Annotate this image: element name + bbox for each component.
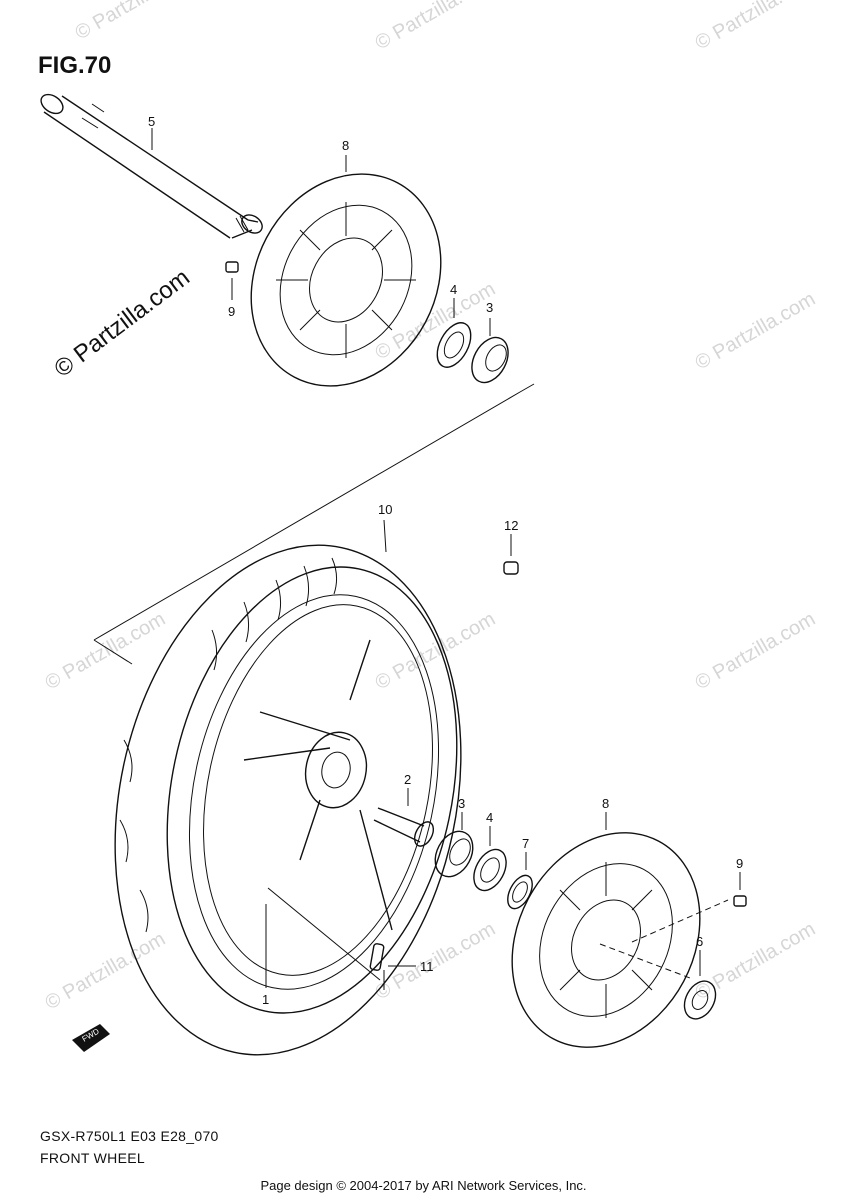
valve-part-11 bbox=[369, 943, 416, 971]
watermark-text: © Partzilla.com bbox=[372, 278, 500, 364]
callout-9-lower: 9 bbox=[736, 856, 743, 871]
axle-part-5 bbox=[40, 93, 263, 239]
seal-bearing-lower bbox=[434, 812, 533, 910]
figure-title: FIG.70 bbox=[38, 52, 112, 79]
assembly-guide-line bbox=[93, 383, 535, 641]
callout-6: 6 bbox=[696, 934, 703, 949]
model-code: GSX-R750L1 E03 E28_070 bbox=[40, 1128, 219, 1144]
watermark-text: © Partzilla.com bbox=[692, 288, 820, 374]
watermark-text: © Partzilla.com bbox=[692, 608, 820, 694]
spacer-part-2 bbox=[373, 788, 435, 847]
brake-disc-lower-part-8 bbox=[511, 812, 701, 1048]
callout-10: 10 bbox=[378, 502, 392, 517]
callout-5: 5 bbox=[148, 114, 155, 129]
watermark-text: © Partzilla.com bbox=[692, 0, 820, 54]
callout-3-lower: 3 bbox=[458, 796, 465, 811]
callout-1: 1 bbox=[262, 992, 269, 1007]
bolt-part-9-lower bbox=[631, 872, 747, 943]
brake-disc-upper-part-8 bbox=[250, 155, 442, 387]
watermark-text: © Partzilla.com bbox=[372, 608, 500, 694]
callout-3-upper: 3 bbox=[486, 300, 493, 315]
callout-4-lower: 4 bbox=[486, 810, 493, 825]
section-name: FRONT WHEEL bbox=[40, 1150, 145, 1166]
callout-12: 12 bbox=[504, 518, 518, 533]
watermark-large: © Partzilla.com bbox=[49, 264, 194, 383]
callout-2: 2 bbox=[404, 772, 411, 787]
fwd-arrow-icon: FWD bbox=[72, 1024, 110, 1052]
callout-9-upper: 9 bbox=[228, 304, 235, 319]
callout-8-upper: 8 bbox=[342, 138, 349, 153]
watermark-text: © Partzilla.com bbox=[72, 0, 200, 44]
wheel-tire-assembly bbox=[114, 519, 462, 1056]
watermarks: © Partzilla.com © Partzilla.com © Partzi… bbox=[42, 0, 820, 1014]
seal-bearing-upper bbox=[436, 298, 509, 384]
page-credit: Page design © 2004-2017 by ARI Network S… bbox=[260, 1178, 587, 1193]
watermark-text: © Partzilla.com bbox=[692, 918, 820, 1004]
nut-part-6 bbox=[683, 950, 717, 1020]
watermark-text: © Partzilla.com bbox=[372, 0, 500, 54]
watermark-text: © Partzilla.com bbox=[42, 928, 170, 1014]
callout-4-upper: 4 bbox=[450, 282, 457, 297]
cap-part-12 bbox=[503, 534, 519, 575]
watermark-text: © Partzilla.com bbox=[42, 608, 170, 694]
callout-7: 7 bbox=[522, 836, 529, 851]
bolt-part-9-upper bbox=[225, 261, 239, 300]
watermark-text: © Partzilla.com bbox=[372, 918, 500, 1004]
callout-8-lower: 8 bbox=[602, 796, 609, 811]
callout-11: 11 bbox=[420, 959, 434, 974]
